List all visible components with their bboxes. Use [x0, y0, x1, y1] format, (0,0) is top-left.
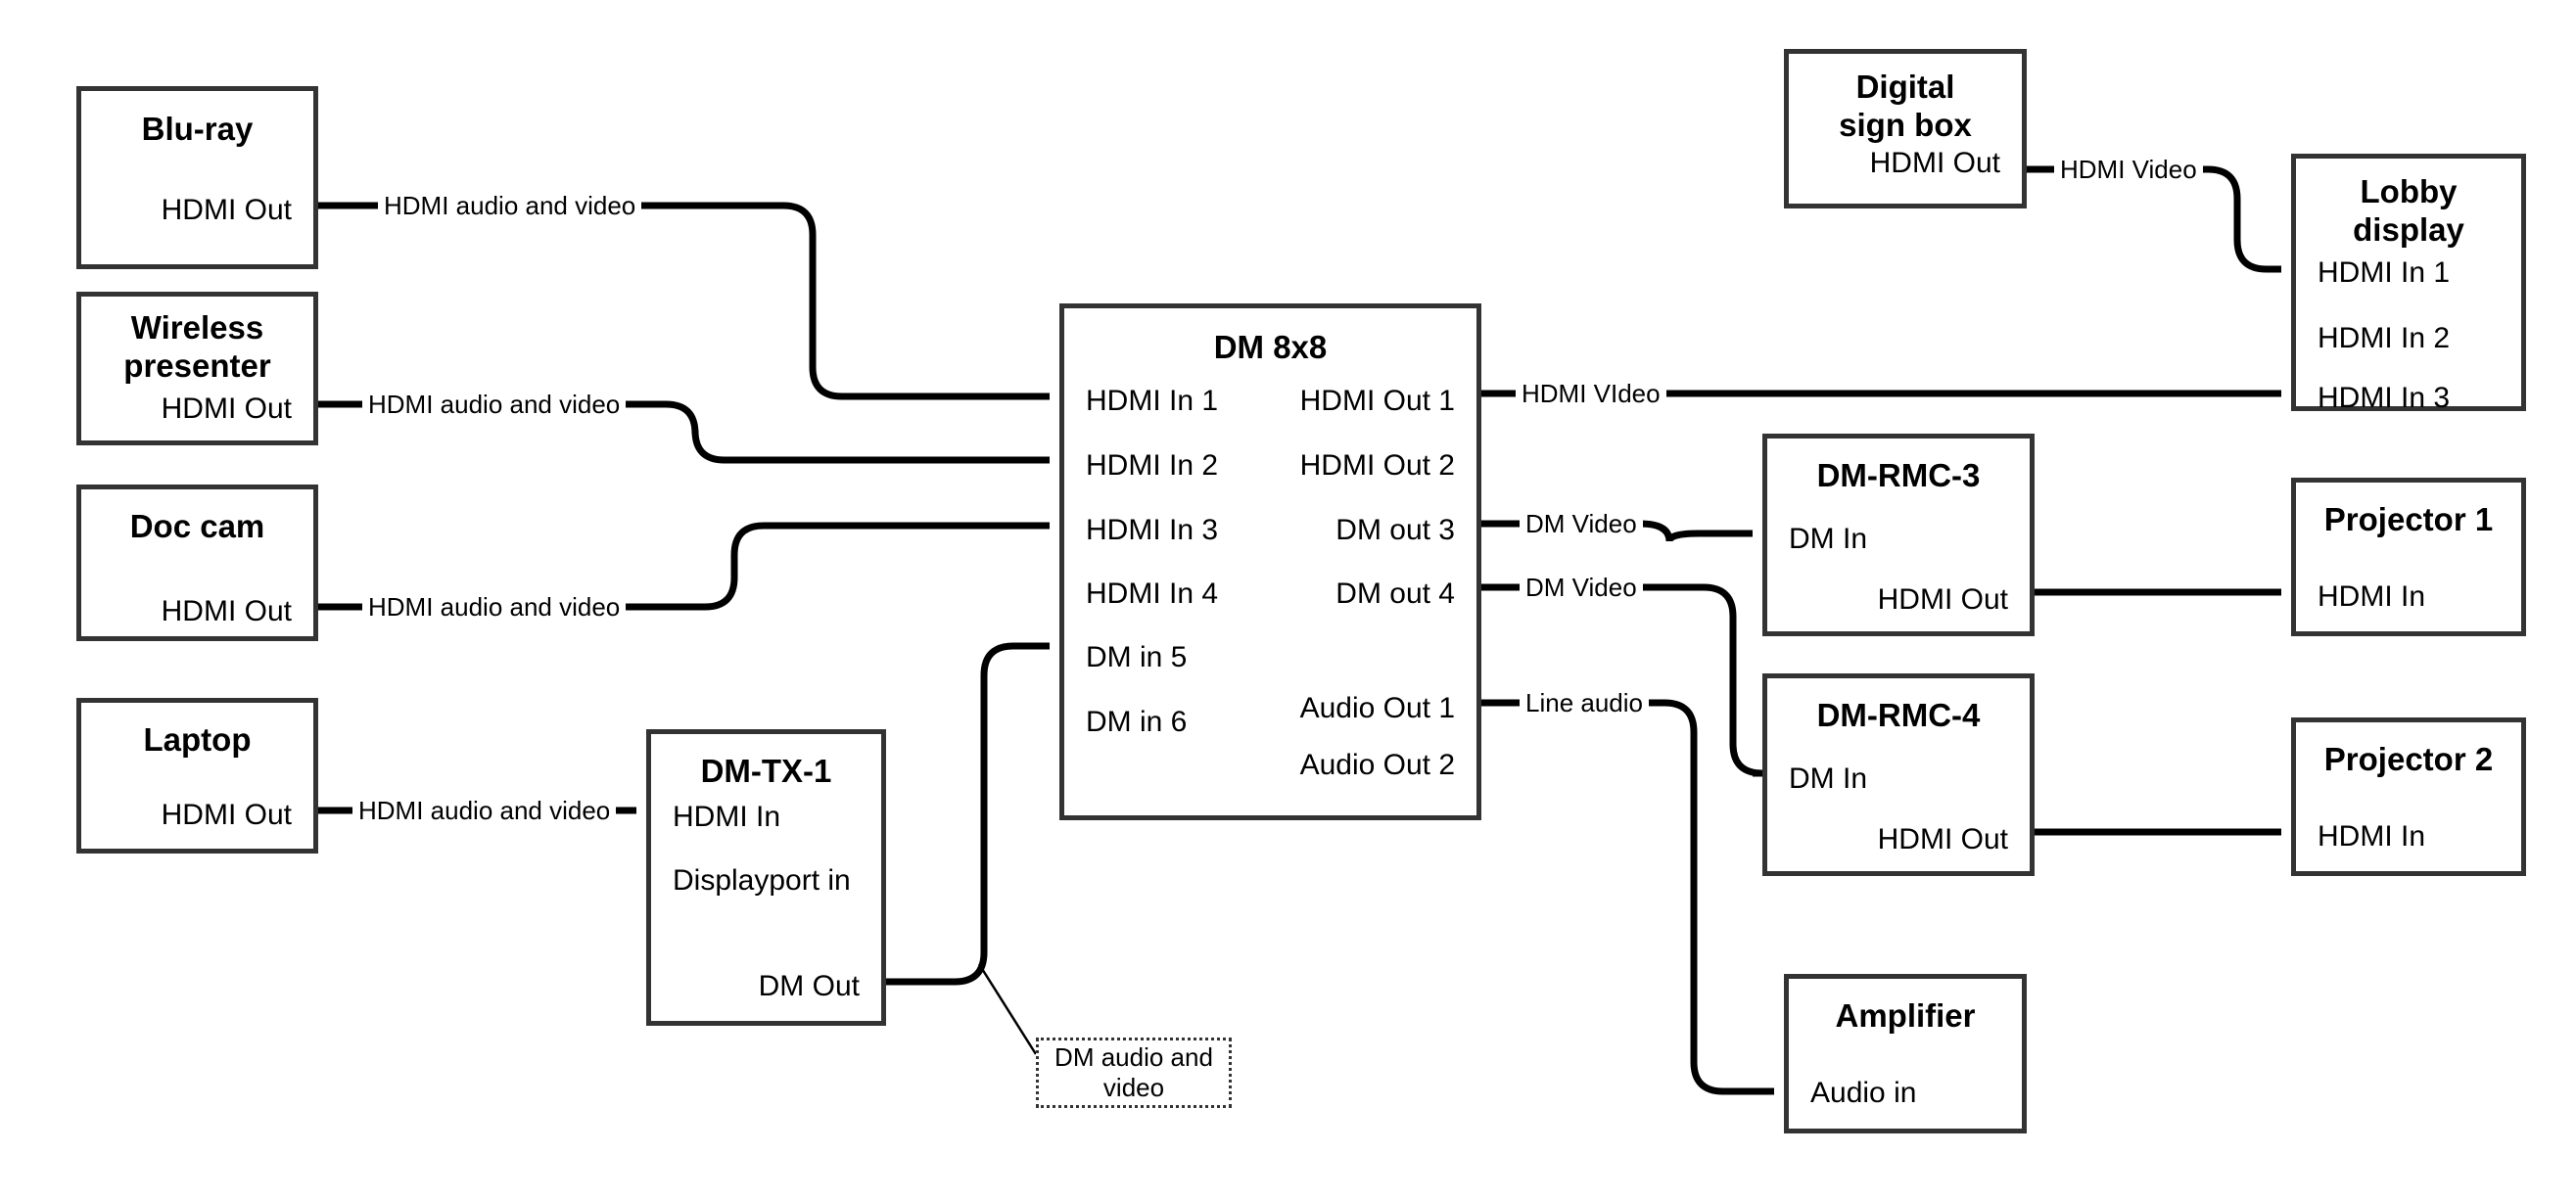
edge-label-bluray-to-dm8x8: HDMI audio and video — [378, 191, 642, 220]
port-lobby-hdmi-in-3[interactable]: HDMI In 3 — [2318, 382, 2451, 414]
port-amplifier-audio-in[interactable]: Audio in — [1810, 1077, 1917, 1109]
port-dmtx1-dm-out[interactable]: DM Out — [758, 970, 860, 1002]
wire-dm8x8-audioout1-to-amplifier — [1481, 699, 1774, 1095]
edge-label-doccam-to-dm8x8: HDMI audio and video — [362, 592, 627, 622]
port-dm8x8-dm-in-5[interactable]: DM in 5 — [1086, 641, 1188, 673]
node-dm-tx-1[interactable]: DM-TX-1 HDMI In Displayport in DM Out — [646, 729, 886, 1026]
port-rmc3-dm-in[interactable]: DM In — [1789, 523, 1868, 555]
edge-label-dm8x8-audioout1-to-amplifier: Line audio — [1520, 688, 1649, 717]
node-lobby-display[interactable]: Lobby display HDMI In 1 HDMI In 2 HDMI I… — [2291, 154, 2526, 414]
port-dm8x8-audio-out-2[interactable]: Audio Out 2 — [1299, 749, 1455, 781]
port-dmtx1-displayport-in[interactable]: Displayport in — [673, 864, 851, 897]
wire-dm8x8-dmout4-to-rmc4 — [1481, 583, 1763, 777]
port-lobby-hdmi-in-2[interactable]: HDMI In 2 — [2318, 322, 2451, 354]
port-dm8x8-dm-out-4[interactable]: DM out 4 — [1335, 577, 1455, 610]
port-rmc4-dm-in[interactable]: DM In — [1789, 762, 1868, 795]
wire-bluray-to-dm8x8 — [318, 202, 1050, 400]
port-doccam-hdmi-out[interactable]: HDMI Out — [161, 595, 292, 627]
note-dm-audio-and-video: DM audio and video — [1036, 1038, 1232, 1108]
node-projector-1[interactable]: Projector 1 HDMI In — [2291, 478, 2526, 636]
port-dm8x8-dm-out-3[interactable]: DM out 3 — [1335, 514, 1455, 546]
edge-label-laptop-to-dmtx1: HDMI audio and video — [352, 796, 617, 825]
edge-label-dm8x8-hdmiout1-to-lobby: HDMI VIdeo — [1516, 379, 1666, 408]
node-title-amplifier: Amplifier — [1835, 997, 1976, 1034]
port-dm8x8-hdmi-in-2[interactable]: HDMI In 2 — [1086, 449, 1219, 482]
node-title-laptop: Laptop — [143, 721, 252, 758]
port-lobby-hdmi-in-1[interactable]: HDMI In 1 — [2318, 256, 2451, 289]
node-title-doc-cam: Doc cam — [129, 508, 265, 544]
node-title-projector-1: Projector 1 — [2323, 501, 2494, 537]
port-laptop-hdmi-out[interactable]: HDMI Out — [161, 799, 292, 831]
node-digital-sign-box[interactable]: Digital sign box HDMI Out — [1784, 49, 2027, 208]
port-dm8x8-hdmi-out-2[interactable]: HDMI Out 2 — [1299, 449, 1455, 482]
wire-dmtx1-to-dm8x8 — [886, 642, 1050, 986]
port-bluray-hdmi-out[interactable]: HDMI Out — [161, 194, 292, 226]
port-dm8x8-dm-in-6[interactable]: DM in 6 — [1086, 706, 1188, 738]
port-dm8x8-hdmi-in-1[interactable]: HDMI In 1 — [1086, 385, 1219, 417]
port-wireless-hdmi-out[interactable]: HDMI Out — [161, 393, 292, 425]
wire-wireless-to-dm8x8 — [318, 400, 1050, 464]
port-rmc3-hdmi-out[interactable]: HDMI Out — [1877, 583, 2008, 616]
edge-label-wireless-to-dm8x8: HDMI audio and video — [362, 390, 627, 419]
leader-line-dm-audio-video-note — [977, 963, 1038, 1055]
node-laptop[interactable]: Laptop HDMI Out — [76, 698, 318, 854]
node-title-dm-rmc-4: DM-RMC-4 — [1816, 697, 1981, 733]
port-digitalsign-hdmi-out[interactable]: HDMI Out — [1869, 147, 2000, 179]
wire-digitalsign-to-lobby — [2027, 165, 2281, 273]
port-projector2-hdmi-in[interactable]: HDMI In — [2318, 820, 2426, 853]
node-dm-rmc-4[interactable]: DM-RMC-4 DM In HDMI Out — [1762, 673, 2035, 876]
node-amplifier[interactable]: Amplifier Audio in — [1784, 974, 2027, 1133]
node-projector-2[interactable]: Projector 2 HDMI In — [2291, 717, 2526, 876]
node-title-projector-2: Projector 2 — [2323, 741, 2494, 777]
node-wireless-presenter[interactable]: Wireless presenter HDMI Out — [76, 292, 318, 445]
wire-doccam-to-dm8x8 — [318, 522, 1050, 611]
node-title-bluray: Blu-ray — [141, 111, 254, 147]
node-title-lobby-display: Lobby display — [2353, 173, 2464, 248]
node-title-digital-sign-box: Digital sign box — [1839, 69, 1972, 143]
node-dm-rmc-3[interactable]: DM-RMC-3 DM In HDMI Out — [1762, 434, 2035, 636]
port-projector1-hdmi-in[interactable]: HDMI In — [2318, 580, 2426, 613]
port-dm8x8-hdmi-in-4[interactable]: HDMI In 4 — [1086, 577, 1219, 610]
node-title-dm-8x8: DM 8x8 — [1213, 329, 1328, 365]
node-bluray[interactable]: Blu-ray HDMI Out — [76, 86, 318, 269]
edge-label-digitalsign-to-lobby: HDMI Video — [2054, 155, 2203, 184]
port-dm8x8-hdmi-in-3[interactable]: HDMI In 3 — [1086, 514, 1219, 546]
port-dm8x8-audio-out-1[interactable]: Audio Out 1 — [1299, 692, 1455, 724]
node-doc-cam[interactable]: Doc cam HDMI Out — [76, 485, 318, 641]
port-dmtx1-hdmi-in[interactable]: HDMI In — [673, 801, 781, 833]
node-title-wireless-presenter: Wireless presenter — [123, 309, 271, 384]
port-rmc4-hdmi-out[interactable]: HDMI Out — [1877, 823, 2008, 855]
node-title-dm-tx-1: DM-TX-1 — [700, 753, 832, 789]
node-dm-8x8[interactable]: DM 8x8 HDMI In 1 HDMI In 2 HDMI In 3 HDM… — [1059, 303, 1481, 820]
node-title-dm-rmc-3: DM-RMC-3 — [1816, 457, 1981, 493]
edge-label-dm8x8-dmout3-to-rmc3: DM Video — [1520, 509, 1643, 538]
wire-dm8x8-dmout3-to-rmc3 — [1481, 520, 1753, 542]
edge-label-dm8x8-dmout4-to-rmc4: DM Video — [1520, 573, 1643, 602]
port-dm8x8-hdmi-out-1[interactable]: HDMI Out 1 — [1299, 385, 1455, 417]
